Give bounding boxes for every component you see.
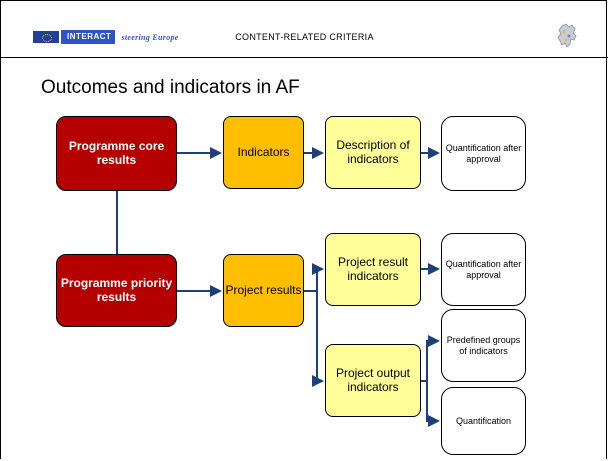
project-result-indicators-box: Project result indicators [325, 233, 421, 306]
arrow-output-to-predefined [421, 335, 440, 382]
eu-flag-icon [33, 31, 59, 43]
arrow-project-results-to-result-indicators [304, 263, 324, 292]
europe-map-icon [557, 23, 577, 48]
logo-tagline: steering Europe [121, 32, 179, 42]
programme-core-results-box: Programme core results [56, 116, 177, 191]
arrow-output-to-quantification [426, 381, 440, 427]
project-results-box: Project results [223, 254, 304, 327]
project-output-indicators-box: Project output indicators [325, 344, 421, 417]
quantification-box: Quantification [441, 387, 526, 455]
interact-logo: INTERACT steering Europe [33, 30, 188, 44]
quantification-after-approval-box-2: Quantification after approval [441, 233, 526, 306]
programme-priority-results-box: Programme priority results [56, 254, 177, 327]
quantification-after-approval-box-1: Quantification after approval [441, 116, 526, 191]
description-of-indicators-box: Description of indicators [325, 116, 421, 189]
logo-brand: INTERACT [61, 30, 116, 44]
indicators-box: Indicators [223, 116, 304, 189]
arrow-project-results-to-output-indicators [312, 291, 324, 387]
predefined-groups-box: Predefined groups of indicators [441, 309, 526, 382]
slide-title: Outcomes and indicators in AF [41, 77, 300, 98]
header-divider [1, 57, 608, 58]
header-title: CONTENT-RELATED CRITERIA [235, 32, 374, 42]
